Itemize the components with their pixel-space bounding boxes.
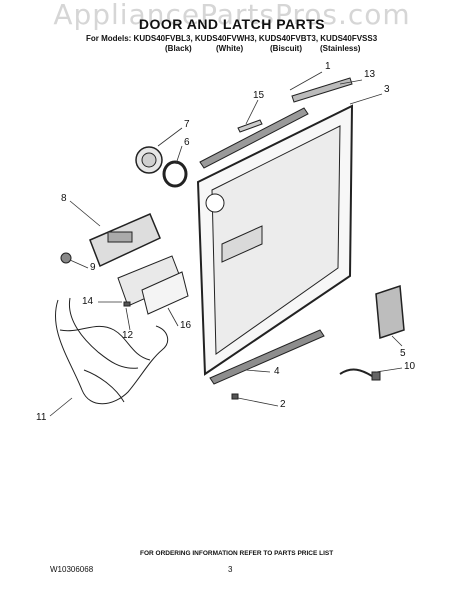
callout-7: 7 bbox=[184, 119, 190, 130]
callout-13: 13 bbox=[364, 69, 376, 80]
callout-15: 15 bbox=[253, 90, 265, 101]
bottom-trim-strip bbox=[209, 329, 325, 385]
door-gasket-strip bbox=[199, 107, 309, 169]
callout-12: 12 bbox=[122, 330, 134, 341]
watermark: AppliancePartsPros.com bbox=[53, 0, 411, 31]
wiring-harness bbox=[54, 297, 169, 405]
callout-16: 16 bbox=[180, 320, 192, 331]
callout-5: 5 bbox=[400, 348, 406, 359]
door-inner-panel bbox=[211, 125, 341, 355]
document-number: W10306068 bbox=[50, 565, 94, 574]
page-number: 3 bbox=[228, 565, 233, 574]
door-seal-clip bbox=[375, 284, 405, 340]
top-trim-strip bbox=[291, 77, 353, 103]
latch-switch bbox=[107, 231, 133, 243]
callout-3: 3 bbox=[384, 84, 390, 95]
vent-shield bbox=[141, 271, 189, 315]
callout-14: 14 bbox=[82, 296, 94, 307]
vent-gasket bbox=[162, 160, 188, 188]
wire-connector bbox=[339, 368, 373, 377]
vent-cover-inner bbox=[141, 152, 157, 168]
top-gasket-strip bbox=[237, 119, 263, 133]
callout-10: 10 bbox=[404, 361, 416, 372]
callout-1: 1 bbox=[325, 61, 331, 72]
callout-11: 11 bbox=[36, 412, 47, 423]
latch-knob bbox=[60, 252, 72, 264]
wire-connector-plug bbox=[371, 371, 381, 381]
variant-black: (Black) bbox=[165, 44, 192, 53]
callout-4: 4 bbox=[274, 366, 280, 377]
page-title: DOOR AND LATCH PARTS bbox=[138, 16, 326, 32]
callout-9: 9 bbox=[90, 262, 96, 273]
models-line: For Models: KUDS40FVBL3, KUDS40FVWH3, KU… bbox=[86, 34, 378, 43]
variant-biscuit: (Biscuit) bbox=[270, 44, 302, 53]
callout-6: 6 bbox=[184, 137, 190, 148]
door-inner-vent bbox=[221, 225, 263, 263]
callout-2: 2 bbox=[280, 399, 286, 410]
hinge-screw bbox=[231, 393, 239, 400]
latch-screw bbox=[123, 301, 131, 307]
callout-8: 8 bbox=[61, 193, 67, 204]
variant-white: (White) bbox=[216, 44, 244, 53]
door-detergent-opening bbox=[205, 193, 225, 213]
variant-stainless: (Stainless) bbox=[320, 44, 361, 53]
ordering-note: FOR ORDERING INFORMATION REFER TO PARTS … bbox=[140, 550, 334, 557]
